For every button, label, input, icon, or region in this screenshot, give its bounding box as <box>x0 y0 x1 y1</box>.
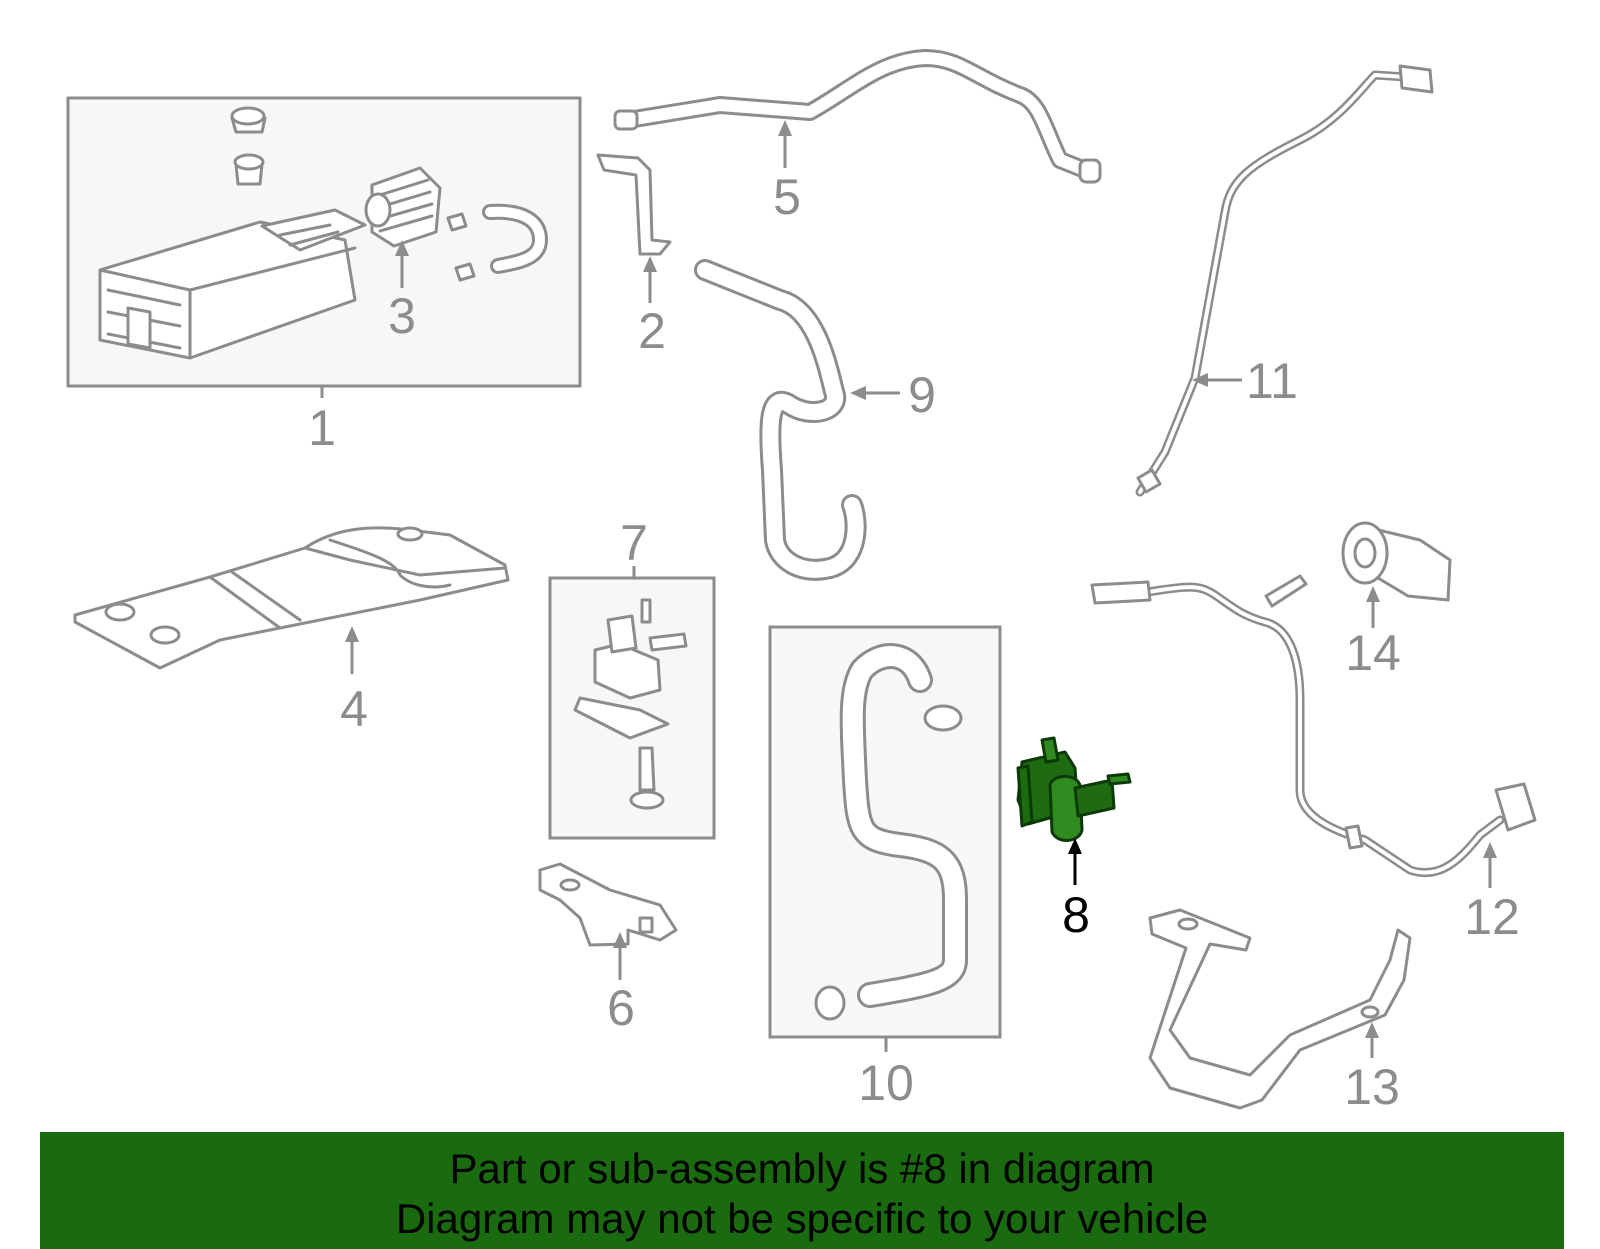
svg-text:12: 12 <box>1464 889 1520 945</box>
arrowhead-icon <box>1483 842 1497 858</box>
callout-5: 5 <box>773 120 801 225</box>
svg-text:7: 7 <box>620 515 648 571</box>
part-1-canister-assembly[interactable] <box>66 96 582 388</box>
arrowhead-icon <box>1365 1022 1379 1038</box>
part-6-bracket[interactable] <box>538 862 678 947</box>
callout-12: 12 <box>1464 842 1520 945</box>
banner-line-part: Part or sub-assembly is #8 in diagram <box>449 1145 1155 1192</box>
banner-line-disclaimer: Diagram may not be specific to your vehi… <box>395 1195 1209 1242</box>
svg-text:10: 10 <box>858 1055 914 1111</box>
callout-11: 11 <box>1192 353 1298 409</box>
svg-text:3: 3 <box>388 288 416 344</box>
svg-text:4: 4 <box>340 681 368 737</box>
svg-text:8: 8 <box>1062 887 1090 943</box>
callout-6: 6 <box>607 932 635 1036</box>
part-7-valve-assembly[interactable] <box>548 576 716 840</box>
svg-text:9: 9 <box>908 367 936 423</box>
part-4-shield[interactable] <box>73 526 510 670</box>
part-8-highlighted-valve[interactable] <box>1016 736 1132 842</box>
arrowhead-icon <box>643 256 657 272</box>
part-11-tube[interactable] <box>1135 64 1434 497</box>
arrowhead-icon <box>345 626 359 642</box>
arrowhead-icon <box>1366 586 1380 602</box>
svg-text:2: 2 <box>638 303 666 359</box>
part-13-bracket[interactable] <box>1148 908 1412 1110</box>
callout-13: 13 <box>1344 1022 1400 1115</box>
part-info-banner: Part or sub-assembly is #8 in diagram Di… <box>40 1132 1564 1249</box>
part-9-hose[interactable] <box>694 259 867 581</box>
callout-14: 14 <box>1345 586 1401 681</box>
part-5-vent-hose[interactable] <box>613 49 1102 184</box>
svg-text:14: 14 <box>1345 625 1401 681</box>
callout-1: 1 <box>308 386 336 456</box>
svg-text:5: 5 <box>773 169 801 225</box>
callout-4: 4 <box>340 626 368 737</box>
part-2-bracket[interactable] <box>596 153 672 256</box>
svg-text:11: 11 <box>1246 353 1298 409</box>
arrowhead-icon <box>613 932 627 948</box>
arrowhead-icon <box>1192 373 1208 387</box>
part-12-sensor-harness[interactable] <box>1090 574 1537 878</box>
callout-8: 8 <box>1062 838 1090 943</box>
callout-3: 3 <box>388 240 416 344</box>
svg-text:1: 1 <box>308 400 336 456</box>
arrowhead-icon <box>1068 838 1082 854</box>
part-10-hose-assembly[interactable] <box>768 625 1002 1039</box>
part-14-sensor[interactable] <box>1341 521 1452 602</box>
callout-7: 7 <box>620 515 648 578</box>
arrowhead-icon <box>395 240 409 256</box>
callout-9: 9 <box>850 367 936 423</box>
callout-2: 2 <box>638 256 666 359</box>
svg-text:13: 13 <box>1344 1059 1400 1115</box>
svg-text:6: 6 <box>607 980 635 1036</box>
arrowhead-icon <box>778 120 792 136</box>
callout-10: 10 <box>858 1037 914 1111</box>
arrowhead-icon <box>850 386 866 400</box>
